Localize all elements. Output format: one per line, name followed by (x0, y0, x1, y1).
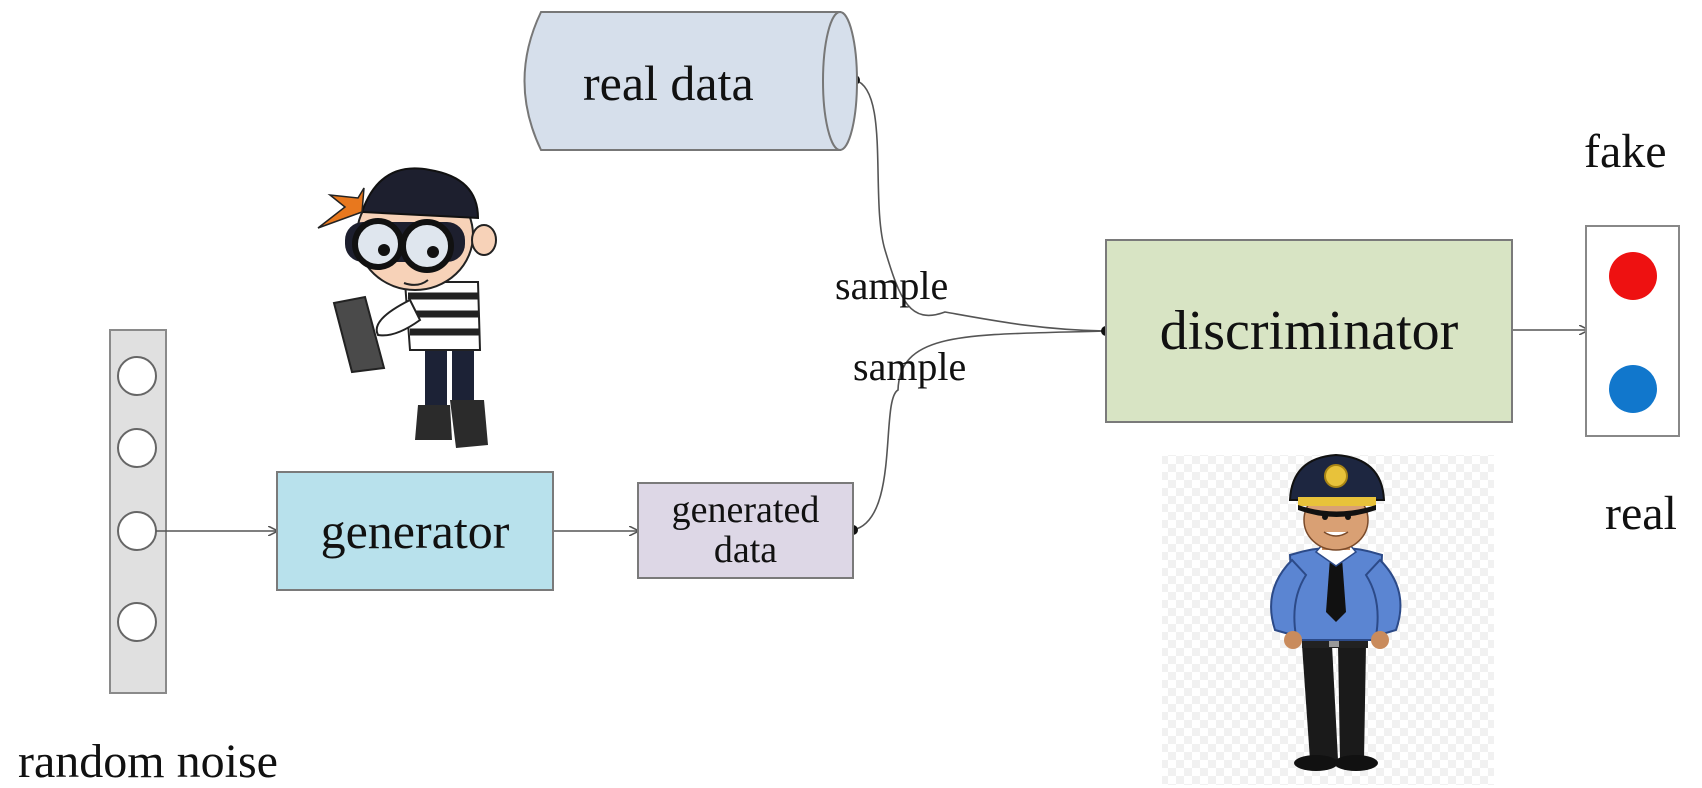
real-data-cylinder (523, 11, 858, 151)
generator-box: generator (276, 471, 554, 591)
real-data-label: real data (583, 55, 754, 111)
sample-top-label: sample (835, 263, 949, 308)
generated-data-label-line1: generated (671, 488, 820, 531)
real-data-sample-curve (854, 79, 1107, 332)
random-noise-vector (109, 329, 167, 694)
generator-label: generator (320, 503, 510, 559)
noise-node (117, 356, 157, 396)
thief-cartoon-icon (317, 167, 497, 448)
police-officer-cartoon-icon (1162, 453, 1494, 785)
fake-label: fake (1584, 125, 1667, 178)
discriminator-box: discriminator (1105, 239, 1513, 423)
noise-node (117, 602, 157, 642)
sample-bottom-label: sample (853, 344, 967, 389)
real-label: real (1605, 487, 1677, 540)
real-dot (1609, 365, 1657, 413)
generated-data-label-line2: data (713, 528, 778, 571)
generated-data-sample-curve (852, 330, 1107, 531)
random-noise-label: random noise (18, 735, 278, 788)
fake-dot (1609, 252, 1657, 300)
discriminator-label: discriminator (1159, 300, 1459, 362)
noise-node (117, 511, 157, 551)
noise-node (117, 428, 157, 468)
output-box (1585, 225, 1680, 437)
generated-data-box: generated data (637, 482, 854, 579)
